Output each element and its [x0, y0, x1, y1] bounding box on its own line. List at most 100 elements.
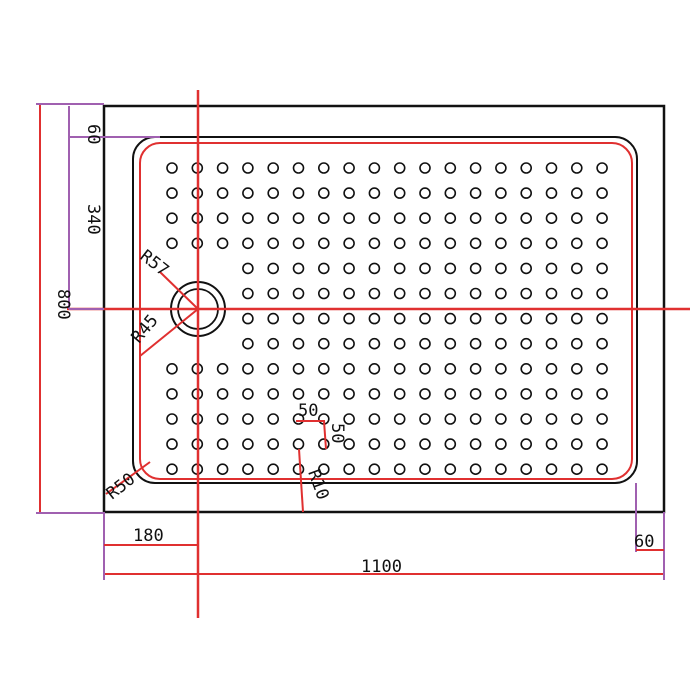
drainage-hole [520, 337, 533, 350]
drainage-hole [343, 212, 355, 224]
drainage-hole [368, 237, 381, 250]
drainage-hole [495, 287, 507, 300]
drainage-hole [545, 237, 558, 250]
drainage-hole [570, 438, 583, 450]
drainage-hole [570, 463, 583, 476]
drainage-hole [317, 212, 330, 224]
drainage-hole [343, 463, 355, 476]
drainage-hole [242, 463, 254, 476]
drainage-hole [317, 438, 330, 450]
drainage-hole [570, 337, 583, 350]
drainage-hole [368, 388, 381, 400]
drainage-hole [343, 312, 355, 325]
drainage-hole [393, 212, 406, 224]
drainage-hole [242, 413, 254, 425]
drainage-hole [267, 362, 280, 375]
drainage-hole [343, 438, 355, 450]
drainage-hole [469, 463, 482, 476]
drainage-hole [444, 337, 457, 350]
drainage-hole [317, 262, 330, 275]
drainage-hole [317, 312, 330, 325]
drainage-hole [216, 237, 229, 250]
drainage-hole [393, 262, 406, 275]
drainage-hole [520, 212, 533, 224]
overall-width-label: 1100 [361, 557, 402, 577]
drainage-hole [545, 312, 558, 325]
drainage-hole [216, 413, 229, 425]
drainage-hole [216, 463, 229, 476]
r57-leader [159, 271, 199, 310]
drainage-hole [343, 262, 355, 275]
drainage-hole [520, 262, 533, 275]
drainage-hole [292, 287, 305, 300]
drainage-hole [469, 262, 482, 275]
drainage-hole [292, 312, 305, 325]
drainage-hole [469, 388, 482, 400]
drainage-hole [368, 262, 381, 275]
drainage-hole [242, 187, 254, 199]
drainage-hole [419, 287, 431, 300]
drainage-hole [596, 187, 608, 199]
drainage-hole [520, 237, 533, 250]
drainage-hole [368, 413, 381, 425]
drainage-hole [267, 413, 280, 425]
drain-outer-radius-label: R57 [136, 246, 173, 281]
drainage-hole [292, 388, 305, 400]
drainage-hole [596, 312, 608, 325]
drainage-hole [343, 187, 355, 199]
drainage-hole [292, 237, 305, 250]
drainage-hole [317, 187, 330, 199]
drainage-hole [343, 413, 355, 425]
drainage-hole [520, 413, 533, 425]
drainage-hole [596, 413, 608, 425]
drainage-hole [495, 162, 507, 174]
drainage-hole [545, 287, 558, 300]
drainage-hole [267, 187, 280, 199]
drainage-hole [166, 187, 178, 199]
drainage-hole [444, 187, 457, 199]
drainage-hole [570, 362, 583, 375]
drainage-hole [292, 362, 305, 375]
overall-height-label: 800 [53, 289, 73, 320]
drainage-hole [545, 262, 558, 275]
drainage-hole [368, 463, 381, 476]
drainage-hole [545, 388, 558, 400]
drainage-hole [393, 287, 406, 300]
drainage-hole [545, 438, 558, 450]
drainage-hole [495, 362, 507, 375]
drainage-hole [520, 438, 533, 450]
drainage-hole [596, 262, 608, 275]
drainage-hole [545, 463, 558, 476]
drainage-hole [545, 162, 558, 174]
drainage-hole [292, 162, 305, 174]
drainage-hole [570, 413, 583, 425]
drainage-hole [495, 463, 507, 476]
drainage-hole [570, 287, 583, 300]
drainage-hole [520, 312, 533, 325]
drain-from-left-label: 180 [133, 526, 164, 546]
drainage-hole [495, 438, 507, 450]
drainage-hole [393, 162, 406, 174]
drainage-hole [242, 162, 254, 174]
drainage-hole [242, 438, 254, 450]
drainage-hole [242, 337, 254, 350]
drainage-hole [343, 388, 355, 400]
drainage-hole [520, 162, 533, 174]
drainage-hole [469, 162, 482, 174]
drainage-hole [317, 162, 330, 174]
drainage-hole [444, 438, 457, 450]
drainage-hole [343, 287, 355, 300]
drainage-hole [596, 237, 608, 250]
drainage-hole [419, 162, 431, 174]
drainage-hole [368, 438, 381, 450]
drainage-hole [495, 312, 507, 325]
drainage-hole [545, 337, 558, 350]
drainage-hole [596, 388, 608, 400]
drainage-hole [444, 312, 457, 325]
basin-offset-outline [139, 142, 633, 480]
drainage-hole [166, 413, 178, 425]
drainage-hole [469, 413, 482, 425]
drainage-hole [267, 463, 280, 476]
drainage-hole [317, 337, 330, 350]
